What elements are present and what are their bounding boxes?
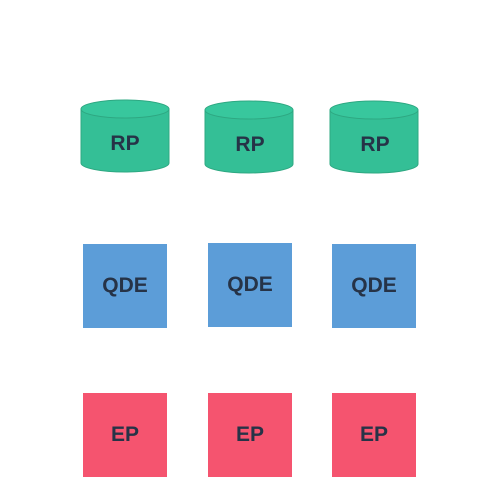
rp-cylinder-2 — [204, 100, 294, 174]
qde-box-3: QDE — [332, 244, 416, 328]
ep-label-1: EP — [110, 423, 139, 446]
rp-cylinder-3 — [329, 100, 419, 174]
rp-label-3: RP — [360, 133, 390, 156]
ep-label-3: EP — [359, 423, 388, 446]
qde-box-2: QDE — [208, 243, 292, 327]
qde-box-1: QDE — [83, 244, 167, 328]
ep-box-1: EP — [83, 393, 167, 477]
rp-label-1: RP — [110, 132, 140, 155]
ep-box-2: EP — [208, 393, 292, 477]
rp-cylinder-1 — [80, 99, 170, 173]
rp-label-2: RP — [235, 133, 265, 156]
ep-label-2: EP — [235, 423, 264, 446]
qde-label-2: QDE — [227, 273, 273, 296]
qde-label-3: QDE — [351, 274, 397, 297]
qde-label-1: QDE — [102, 274, 148, 297]
ep-box-3: EP — [332, 393, 416, 477]
